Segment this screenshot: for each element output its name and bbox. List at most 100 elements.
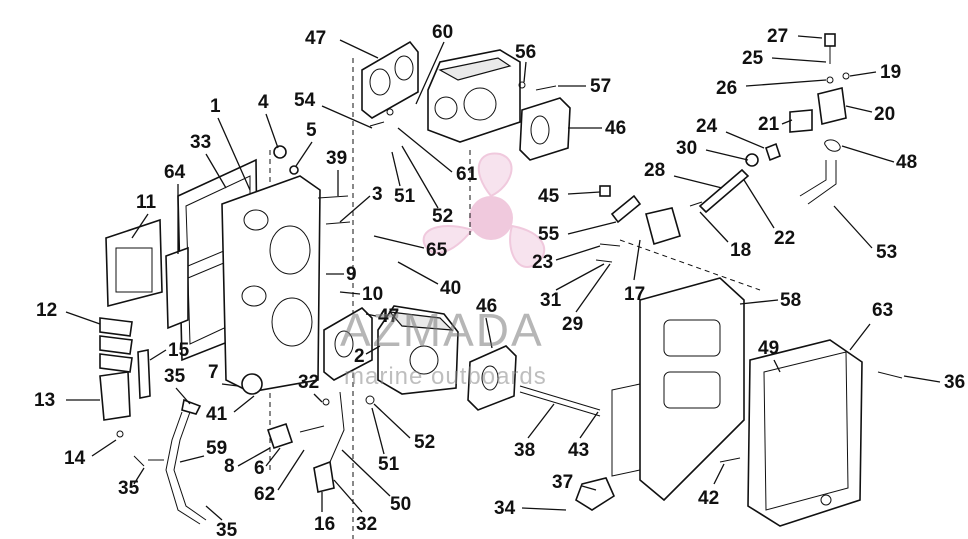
svg-text:13: 13 <box>34 390 55 411</box>
callout-60: 60 <box>415 22 453 105</box>
callout-27: 27 <box>767 26 823 47</box>
svg-text:10: 10 <box>362 284 383 305</box>
callout-56: 56 <box>515 42 536 83</box>
callout-15: 15 <box>149 340 190 361</box>
fuel-hoses <box>133 398 325 525</box>
callout-41: 41 <box>206 395 255 425</box>
svg-text:51: 51 <box>394 186 416 207</box>
svg-text:6: 6 <box>254 458 265 479</box>
svg-text:4: 4 <box>258 92 269 113</box>
svg-text:51: 51 <box>378 454 400 475</box>
callout-59: 59 <box>179 438 227 463</box>
svg-text:36: 36 <box>944 372 965 393</box>
svg-text:8: 8 <box>224 456 235 477</box>
callout-62: 62 <box>254 449 305 505</box>
svg-text:46: 46 <box>605 118 626 139</box>
watermark-brand: AZMADA <box>340 304 544 356</box>
callout-28: 28 <box>644 160 723 189</box>
svg-text:58: 58 <box>780 290 801 311</box>
callout-35c: 35 <box>205 505 238 539</box>
callout-64: 64 <box>164 162 186 254</box>
svg-text:50: 50 <box>390 494 411 515</box>
svg-text:57: 57 <box>590 76 611 97</box>
svg-text:32: 32 <box>298 372 319 393</box>
svg-text:7: 7 <box>208 362 219 383</box>
svg-text:21: 21 <box>758 114 780 135</box>
svg-text:46: 46 <box>476 296 497 317</box>
svg-text:1: 1 <box>210 96 221 117</box>
callout-35a: 35 <box>164 366 191 405</box>
callout-26: 26 <box>716 78 827 99</box>
callout-40: 40 <box>397 261 461 299</box>
callout-54: 54 <box>294 90 373 129</box>
callout-61: 61 <box>397 127 478 185</box>
callout-43: 43 <box>568 411 599 461</box>
svg-text:40: 40 <box>440 278 461 299</box>
callout-11: 11 <box>131 192 157 239</box>
svg-text:30: 30 <box>676 138 697 159</box>
svg-text:26: 26 <box>716 78 737 99</box>
svg-text:27: 27 <box>767 26 788 47</box>
callout-36: 36 <box>903 372 965 393</box>
callout-7: 7 <box>208 362 239 387</box>
svg-text:24: 24 <box>696 116 718 137</box>
svg-text:54: 54 <box>294 90 316 111</box>
svg-text:32: 32 <box>356 514 377 535</box>
svg-text:52: 52 <box>432 206 453 227</box>
svg-text:42: 42 <box>698 488 719 509</box>
svg-text:49: 49 <box>758 338 779 359</box>
callout-63: 63 <box>849 300 893 351</box>
callout-labels: 47 60 56 57 27 25 19 26 20 1 4 54 5 46 2… <box>34 22 965 539</box>
callout-47a: 47 <box>305 28 379 59</box>
svg-text:45: 45 <box>538 186 560 207</box>
callout-52b: 52 <box>373 403 435 453</box>
callout-13: 13 <box>34 390 100 411</box>
callout-12: 12 <box>36 300 101 325</box>
callout-8: 8 <box>224 447 271 477</box>
svg-text:39: 39 <box>326 148 347 169</box>
svg-text:64: 64 <box>164 162 186 183</box>
callout-32b: 32 <box>333 479 377 535</box>
callout-48: 48 <box>841 145 917 173</box>
svg-text:12: 12 <box>36 300 57 321</box>
svg-text:29: 29 <box>562 314 583 335</box>
callout-20: 20 <box>845 104 895 125</box>
svg-text:37: 37 <box>552 472 573 493</box>
svg-text:53: 53 <box>876 242 897 263</box>
callout-55: 55 <box>538 221 617 245</box>
svg-text:55: 55 <box>538 224 560 245</box>
svg-text:47: 47 <box>378 306 399 327</box>
svg-text:43: 43 <box>568 440 589 461</box>
svg-text:5: 5 <box>306 120 317 141</box>
callout-37: 37 <box>552 472 597 493</box>
callout-2: 2 <box>354 345 381 367</box>
callout-46a: 46 <box>568 118 626 139</box>
svg-text:3: 3 <box>372 184 383 205</box>
svg-text:17: 17 <box>624 284 645 305</box>
callout-50: 50 <box>341 449 411 515</box>
callout-23: 23 <box>532 245 601 273</box>
fuel-pump-assembly <box>595 33 850 263</box>
callout-35b: 35 <box>118 467 145 499</box>
callout-31: 31 <box>540 263 605 311</box>
callout-51a: 51 <box>391 151 416 207</box>
callout-58: 58 <box>739 290 801 311</box>
callout-9: 9 <box>326 264 357 285</box>
svg-text:2: 2 <box>354 346 365 367</box>
callout-38: 38 <box>514 403 555 461</box>
svg-text:19: 19 <box>880 62 901 83</box>
callout-4: 4 <box>258 92 279 149</box>
svg-text:62: 62 <box>254 484 275 505</box>
callout-17: 17 <box>624 239 645 305</box>
intake-manifold <box>99 145 351 438</box>
callout-22: 22 <box>743 179 795 249</box>
svg-text:15: 15 <box>168 340 190 361</box>
callout-30: 30 <box>676 138 749 161</box>
svg-text:61: 61 <box>456 164 478 185</box>
callout-34: 34 <box>494 498 567 519</box>
svg-text:35: 35 <box>164 366 186 387</box>
callout-53: 53 <box>833 205 897 263</box>
callout-19: 19 <box>849 62 901 83</box>
callout-5: 5 <box>295 120 317 167</box>
